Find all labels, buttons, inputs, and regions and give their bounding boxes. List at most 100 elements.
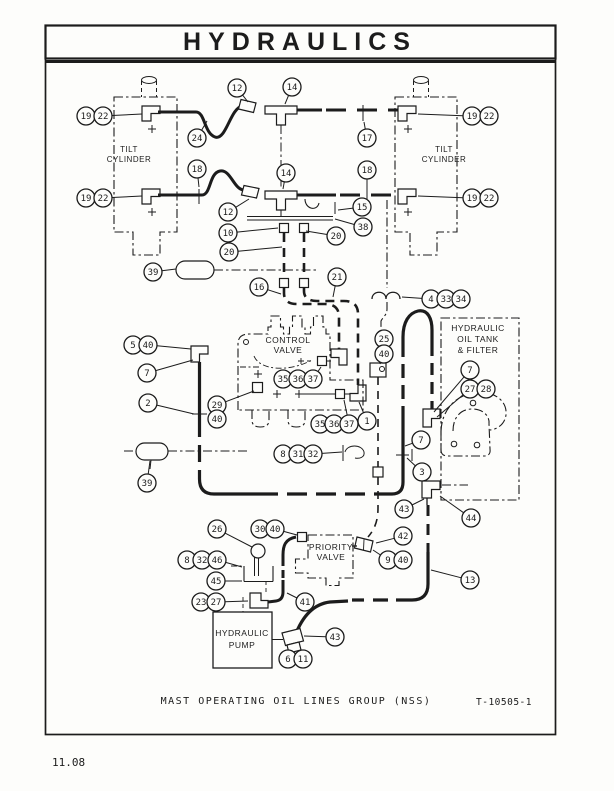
- page-border: [44, 24, 557, 736]
- callout-leader-20: [237, 246, 283, 252]
- callout-20: [219, 242, 239, 262]
- callout-1: [357, 411, 377, 431]
- callout-18: [187, 159, 207, 179]
- hook-clip: [304, 198, 320, 209]
- callout-leader-27: [436, 394, 464, 418]
- callout-leader-13: [430, 569, 462, 579]
- callout-leader-39: [147, 460, 151, 475]
- callout-number: 18: [192, 165, 203, 175]
- tube-fitting: [278, 277, 290, 289]
- callout-number: 35: [315, 420, 326, 430]
- callout-27: [206, 592, 226, 612]
- callout-number: 41: [300, 598, 311, 608]
- priority-valve-outline: [231, 445, 365, 609]
- callout-40: [265, 519, 285, 539]
- callout-leader-19: [417, 113, 464, 117]
- callout-leader-7: [155, 359, 194, 372]
- callout-number: 33: [441, 295, 452, 305]
- callout-7: [460, 360, 480, 380]
- port-fitting: [334, 388, 346, 400]
- callout-leader-15: [337, 207, 354, 211]
- callout-43: [325, 627, 345, 647]
- callout-17: [357, 128, 377, 148]
- elbow-fitting: [422, 408, 441, 428]
- callout-34: [451, 289, 471, 309]
- tank-branch-line: [352, 200, 401, 553]
- callout-number: 40: [270, 525, 281, 535]
- callout-number: 23: [196, 598, 207, 608]
- callout-number: 19: [81, 194, 92, 204]
- callout-24: [187, 128, 207, 148]
- callout-number: 25: [379, 335, 390, 345]
- callout-number: 31: [293, 450, 304, 460]
- callout-number: 18: [362, 166, 373, 176]
- tee-fitting: [264, 105, 298, 126]
- callout-46: [207, 550, 227, 570]
- breather-funnel: [250, 543, 266, 559]
- port-fitting: [296, 531, 308, 543]
- elbow-fitting: [421, 480, 441, 499]
- hose-connector: [237, 98, 257, 114]
- port-fitting: [251, 381, 264, 394]
- callout-leader-7: [404, 442, 413, 447]
- callout-12: [227, 78, 247, 98]
- callout-number: 22: [98, 112, 109, 122]
- callout-number: 32: [197, 556, 208, 566]
- callout-number: 7: [418, 436, 423, 446]
- callout-number: 26: [212, 525, 223, 535]
- callout-leader-43: [411, 498, 425, 506]
- callout-number: 4: [428, 295, 433, 305]
- callout-leader-16: [267, 289, 282, 295]
- callout-42: [393, 526, 413, 546]
- hose-connector: [281, 627, 305, 647]
- callout-number: 38: [358, 223, 369, 233]
- callout-22: [93, 188, 113, 208]
- callout-number: 8: [184, 556, 189, 566]
- port-plus-marks: [148, 125, 156, 216]
- callout-number: 34: [456, 295, 467, 305]
- callout-leader-20: [305, 230, 328, 235]
- callout-40: [207, 409, 227, 429]
- tube-fitting: [298, 277, 310, 289]
- tube-fitting: [278, 222, 290, 234]
- drawing-number: T-10505-1: [476, 697, 532, 708]
- callout-number: 10: [223, 229, 234, 239]
- callout-32: [303, 444, 323, 464]
- callout-number: 12: [232, 84, 243, 94]
- callout-11: [293, 649, 313, 669]
- page-title: HYDRAULICS: [183, 28, 417, 56]
- callout-16: [249, 277, 269, 297]
- callout-number: 7: [144, 369, 149, 379]
- callout-number: 14: [287, 83, 298, 93]
- callout-number: 9: [385, 556, 390, 566]
- bolt-hole: [469, 399, 477, 407]
- callout-number: 37: [308, 375, 319, 385]
- callout-number: 42: [398, 532, 409, 542]
- callout-10: [218, 223, 238, 243]
- callout-leader-26: [224, 532, 253, 548]
- callout-number: 40: [379, 350, 390, 360]
- callout-leader-10: [236, 227, 279, 233]
- callout-leader-24: [201, 120, 208, 131]
- callout-leader-42: [375, 537, 395, 544]
- callout-number: 16: [254, 283, 265, 293]
- elbow-fitting: [397, 188, 417, 205]
- callout-number: 7: [467, 366, 472, 376]
- bolt-hole: [243, 339, 249, 345]
- elbow-fitting: [397, 105, 417, 122]
- callout-number: 46: [212, 556, 223, 566]
- bolt-hole: [450, 440, 458, 448]
- callout-number: 40: [398, 556, 409, 566]
- callout-leader-14: [282, 181, 285, 190]
- callout-39: [137, 473, 157, 493]
- callout-44: [461, 508, 481, 528]
- callout-number: 19: [467, 194, 478, 204]
- callout-number: 27: [465, 385, 476, 395]
- callout-41: [295, 592, 315, 612]
- callout-leader-43: [303, 635, 327, 638]
- callout-number: 22: [98, 194, 109, 204]
